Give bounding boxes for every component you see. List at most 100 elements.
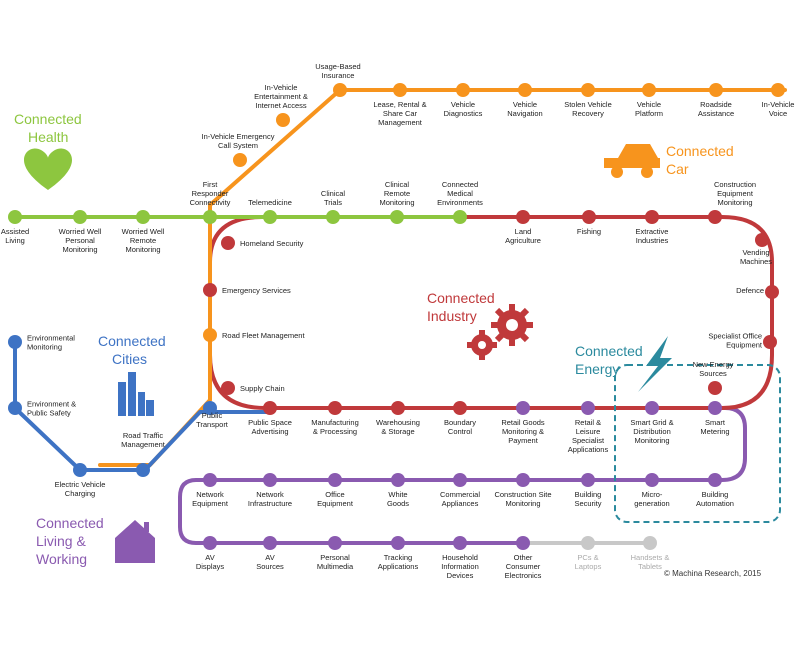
station-label-line: Building (702, 490, 729, 499)
station-label-line: Assistance (698, 109, 734, 118)
station-label-line: Fishing (577, 227, 601, 236)
station-label-line: Household (442, 553, 478, 562)
station-label-line: Sources (699, 369, 727, 378)
station-dot-industry-4 (755, 233, 769, 247)
station-label-line: In-Vehicle (762, 100, 795, 109)
station-label-living_upper-7: Micro-generation (634, 490, 669, 508)
station-dot-health-5 (326, 210, 340, 224)
station-label-line: Connected (442, 180, 478, 189)
station-label-row_mid-1: Manufacturing& Processing (311, 418, 359, 436)
station-label-line: Environmental (27, 334, 75, 343)
station-label-line: Lease, Rental & (373, 100, 426, 109)
station-label-line: First (203, 180, 218, 189)
station-label-line: Tablets (638, 562, 662, 571)
station-label-industry-10: Supply Chain (240, 384, 285, 393)
station-dot-industry-9 (203, 283, 217, 297)
station-label-line: Equipment (317, 499, 354, 508)
health-title: Connected Health (14, 111, 86, 145)
station-label-line: Call System (218, 141, 258, 150)
station-label-line: Applications (568, 445, 609, 454)
station-label-living_lower-7: Handsets &Tablets (631, 553, 670, 571)
station-label-line: Vehicle (513, 100, 537, 109)
station-label-line: Retail Goods (501, 418, 545, 427)
station-label-line: Smart Grid & (630, 418, 673, 427)
station-label-line: Construction Site (494, 490, 551, 499)
station-label-line: Public Space (248, 418, 292, 427)
station-dot-car-9 (709, 83, 723, 97)
station-label-line: Micro- (642, 490, 663, 499)
station-dot-health-2 (136, 210, 150, 224)
station-label-line: Monitoring (379, 198, 414, 207)
station-label-line: Network (196, 490, 224, 499)
station-label-line: Usage-Based (315, 62, 360, 71)
station-label-line: Diagnostics (444, 109, 483, 118)
copyright-credit: © Machina Research, 2015 (664, 569, 762, 578)
station-label-line: In-Vehicle Emergency (202, 132, 275, 141)
station-dot-living_upper-0 (203, 473, 217, 487)
station-label-line: Land (515, 227, 532, 236)
station-label-line: Assisted (1, 227, 29, 236)
station-dot-living_upper-3 (391, 473, 405, 487)
station-label-industry-5: Defence (736, 286, 764, 295)
station-dot-car-5 (456, 83, 470, 97)
station-dot-industry-3 (708, 210, 722, 224)
station-dot-living_lower-4 (453, 536, 467, 550)
station-label-line: Equipment (192, 499, 229, 508)
station-label-line: Displays (196, 562, 225, 571)
station-dot-row_mid-3 (453, 401, 467, 415)
station-dot-cities-3 (136, 463, 150, 477)
station-label-line: Monitoring (125, 245, 160, 254)
station-label-line: Consumer (506, 562, 541, 571)
station-label-line: Infrastructure (248, 499, 292, 508)
station-label-line: Manufacturing (311, 418, 359, 427)
station-label-line: Trials (324, 198, 342, 207)
station-dot-industry-2 (645, 210, 659, 224)
station-label-line: In-Vehicle (265, 83, 298, 92)
station-label-line: Industries (636, 236, 669, 245)
station-label-line: Equipment (726, 341, 763, 350)
station-label-line: Homeland Security (240, 239, 304, 248)
station-label-line: Charging (65, 489, 95, 498)
station-label-line: Distribution (633, 427, 671, 436)
station-dot-industry-1 (582, 210, 596, 224)
station-label-car-0: Road Fleet Management (222, 331, 305, 340)
station-label-line: Network (256, 490, 284, 499)
station-label-line: Personal (65, 236, 95, 245)
station-label-line: Navigation (507, 109, 542, 118)
station-label-line: Transport (196, 420, 229, 429)
station-label-line: Supply Chain (240, 384, 285, 393)
station-dot-industry-8 (221, 236, 235, 250)
industry-title: Connected Industry (427, 290, 499, 324)
station-label-line: Tracking (384, 553, 412, 562)
station-dot-cities-1 (8, 401, 22, 415)
station-label-cities-1: Environment &Public Safety (27, 400, 76, 418)
station-dot-industry-6 (763, 335, 777, 349)
station-label-line: Security (574, 499, 601, 508)
station-label-line: Monitoring (62, 245, 97, 254)
station-label-line: Building (575, 490, 602, 499)
station-label-line: Extractive (636, 227, 669, 236)
station-label-living_lower-6: PCs &Laptops (575, 553, 602, 571)
station-label-line: Warehousing (376, 418, 420, 427)
station-label-line: Appliances (442, 499, 479, 508)
station-dot-living_upper-4 (453, 473, 467, 487)
station-label-line: Living (5, 236, 25, 245)
